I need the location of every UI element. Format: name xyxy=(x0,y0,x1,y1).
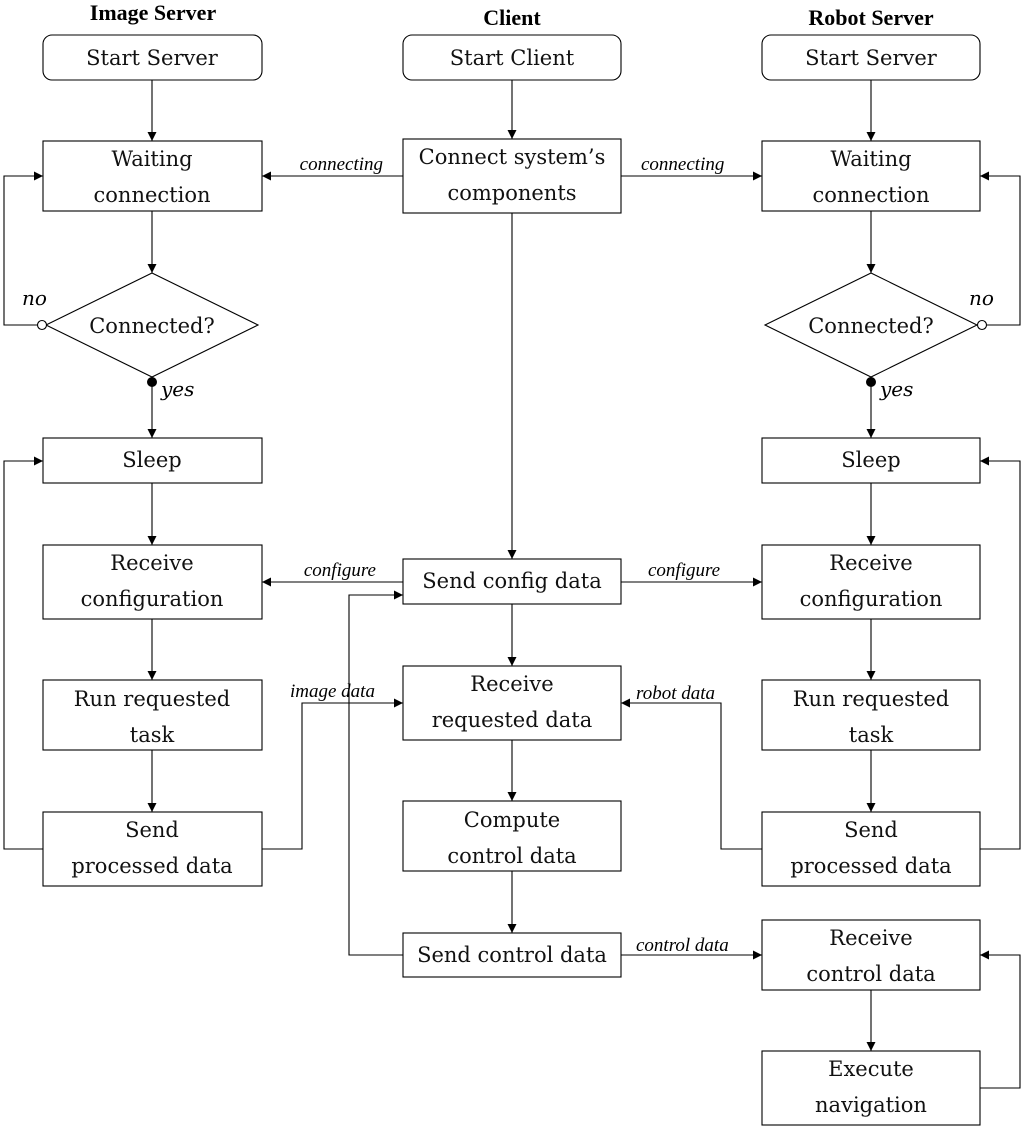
robot-server-execute-line1: Execute xyxy=(828,1057,914,1081)
robot-server-no-connector xyxy=(976,319,988,331)
edge-label-connecting-right: connecting xyxy=(641,154,724,175)
image-server-sleep-label: Sleep xyxy=(122,448,181,472)
image-server-decision-label: Connected? xyxy=(89,314,215,338)
image-server-no-loop-arrow xyxy=(3,171,43,326)
robot-server-run-task-line1: Run requested xyxy=(793,687,950,711)
client-start-label: Start Client xyxy=(450,46,575,70)
robot-server-yes-label: yes xyxy=(879,377,913,401)
image-server-loop-back-to-sleep xyxy=(3,456,43,850)
robot-server-decision-label: Connected? xyxy=(808,314,934,338)
image-server-send-processed-line1: Send xyxy=(125,818,179,842)
edge-label-control-data: control data xyxy=(636,935,729,956)
client-connect-line2: components xyxy=(447,181,576,205)
edge-label-connecting-left: connecting xyxy=(300,154,383,175)
image-server-send-processed-line2: processed data xyxy=(71,854,232,878)
robot-server-sleep-label: Sleep xyxy=(841,448,900,472)
client-send-control-label: Send control data xyxy=(417,943,607,967)
robot-server-loop-back-to-receive-control xyxy=(980,950,1021,1089)
column-header-client: Client xyxy=(483,5,541,30)
client-receive-requested-line2: requested data xyxy=(432,708,593,732)
image-server-receive-config-line1: Receive xyxy=(110,551,193,575)
image-server-no-label: no xyxy=(22,286,47,310)
client-send-control-node xyxy=(402,932,622,978)
edge-robot-data xyxy=(621,698,762,850)
robot-server-receive-control-line2: control data xyxy=(806,962,935,986)
image-server-yes-label: yes xyxy=(160,377,194,401)
client-compute-line1: Compute xyxy=(464,808,560,832)
robot-server-send-processed-line2: processed data xyxy=(790,854,951,878)
image-server-send-processed-node xyxy=(42,811,263,887)
robot-server-send-processed-line1: Send xyxy=(844,818,898,842)
robot-server-run-task-line2: task xyxy=(849,723,894,747)
client-compute-line2: control data xyxy=(447,844,576,868)
image-server-run-task-line2: task xyxy=(130,723,175,747)
image-server-waiting-label-line1: Waiting xyxy=(111,147,192,171)
robot-server-start-label: Start Server xyxy=(805,46,938,70)
robot-server-waiting-label-line2: connection xyxy=(813,183,930,207)
robot-server-receive-control-node xyxy=(761,919,981,991)
client-connect-line1: Connect system’s xyxy=(419,145,606,169)
edge-image-data xyxy=(262,698,403,850)
edge-label-robot-data: robot data xyxy=(636,683,715,704)
client-loop-back-to-send-config xyxy=(348,590,403,956)
robot-server-waiting-node xyxy=(761,140,981,212)
robot-server-yes-connector xyxy=(866,377,876,387)
robot-server-sleep-node xyxy=(761,437,981,484)
robot-server-receive-control-line1: Receive xyxy=(829,926,912,950)
client-receive-requested-node xyxy=(402,665,622,741)
robot-server-loop-back-to-sleep xyxy=(980,456,1021,850)
robot-server-waiting-label-line1: Waiting xyxy=(830,147,911,171)
client-connect-node xyxy=(402,138,622,214)
image-server-waiting-node xyxy=(42,140,263,212)
robot-server-send-processed-node xyxy=(761,811,981,887)
image-server-run-task-line1: Run requested xyxy=(74,687,231,711)
image-server-yes-connector xyxy=(147,377,157,387)
robot-server-no-label: no xyxy=(969,286,994,310)
robot-server-receive-config-line1: Receive xyxy=(829,551,912,575)
robot-server-receive-config-line2: configuration xyxy=(800,587,943,611)
image-server-waiting-label-line2: connection xyxy=(94,183,211,207)
image-server-receive-config-line2: configuration xyxy=(81,587,224,611)
column-header-robot-server: Robot Server xyxy=(808,5,933,30)
edge-label-configure-left: configure xyxy=(304,560,376,581)
column-header-image-server: Image Server xyxy=(90,0,217,25)
edge-label-configure-right: configure xyxy=(648,560,720,581)
client-compute-node xyxy=(402,800,622,872)
client-receive-requested-line1: Receive xyxy=(470,672,553,696)
robot-server-execute-line2: navigation xyxy=(815,1093,927,1117)
robot-server-no-loop-arrow xyxy=(980,171,1021,326)
robot-server-execute-navigation-node xyxy=(761,1050,981,1126)
image-server-no-connector xyxy=(36,319,48,331)
client-send-config-label: Send config data xyxy=(422,569,601,593)
image-server-receive-config-node xyxy=(42,544,263,620)
image-server-start-label: Start Server xyxy=(86,46,219,70)
edge-label-image-data: image data xyxy=(290,681,375,702)
